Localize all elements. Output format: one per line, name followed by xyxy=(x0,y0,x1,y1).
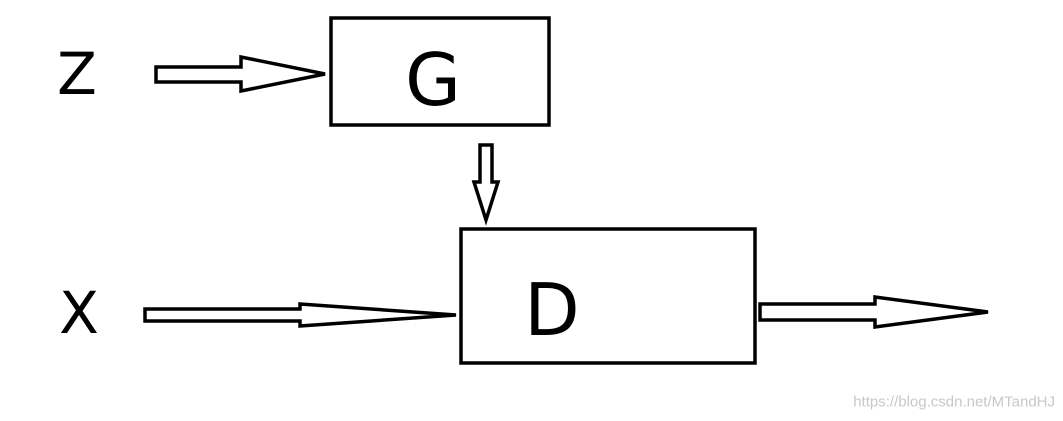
watermark-text: https://blog.csdn.net/MTandHJ xyxy=(853,394,1055,411)
arrow-d-output xyxy=(758,295,989,329)
input-label-x: X xyxy=(59,279,99,347)
arrow-x-to-d xyxy=(143,302,457,328)
arrow-z-to-g xyxy=(154,54,326,94)
discriminator-box xyxy=(459,227,757,365)
discriminator-label: D xyxy=(524,268,579,352)
arrow-g-to-d xyxy=(471,143,501,226)
generator-label: G xyxy=(405,38,461,122)
generator-box xyxy=(329,16,551,127)
input-label-z: Z xyxy=(57,40,97,108)
